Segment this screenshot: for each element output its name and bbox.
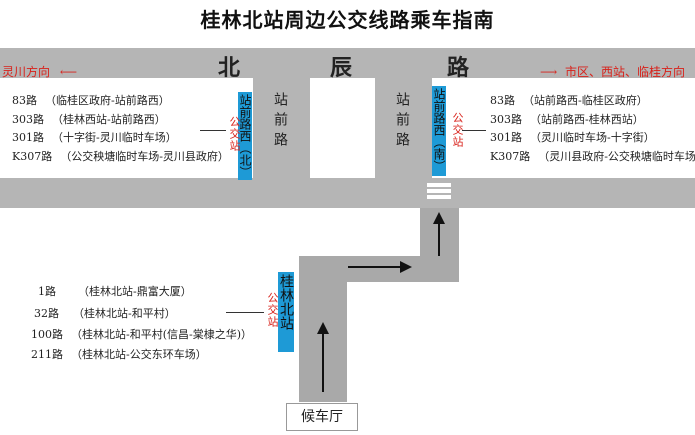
route-right-3: 301路 （灵川临时车场-十字街）	[490, 129, 655, 145]
road-name-char-1: 北	[218, 55, 241, 81]
stop-tag-northwest: 站前路西（北）	[238, 92, 252, 180]
stop-tag-station: 桂林北站	[278, 272, 294, 352]
arrow-left-icon: ⟵	[59, 65, 78, 79]
station-road-right-name: 站前路	[394, 92, 410, 152]
station-road-left-name: 站前路	[272, 92, 288, 152]
route-station-3: 100路 （桂林北站-和平村(信昌-棠棣之华)）	[31, 326, 252, 342]
route-number: 303路	[490, 113, 522, 126]
route-station-4: 211路 （桂林北站-公交东环车场）	[31, 346, 207, 362]
map-title: 桂林北站周边公交线路乘车指南	[200, 8, 495, 32]
leader-right	[462, 130, 486, 131]
crosswalk	[427, 183, 451, 205]
station-road-right	[375, 48, 432, 208]
route-desc: （站前路西-桂林西站）	[530, 113, 644, 126]
route-desc: （灵川县政府-公交秧塘临时车场）	[538, 150, 695, 163]
route-number: 83路	[490, 94, 515, 107]
direction-right-label: 市区、西站、临桂方向	[565, 65, 686, 79]
route-left-2: 303路 （桂林西站-站前路西）	[12, 111, 166, 127]
route-station-2: 32路 （桂林北站-和平村）	[34, 305, 176, 321]
arrow-up-icon	[317, 322, 329, 392]
route-number: K307路	[12, 150, 53, 163]
route-desc: （十字街-灵川临时车场）	[52, 131, 177, 144]
stop-label-southwest: 公交站	[451, 112, 464, 148]
route-number: 301路	[12, 131, 44, 144]
direction-right: ⟶ 市区、西站、临桂方向	[540, 63, 685, 80]
route-number: 301路	[490, 131, 522, 144]
stop-label-station: 公交站	[266, 292, 279, 328]
route-number: K307路	[490, 150, 531, 163]
arrow-right-path-icon	[348, 261, 412, 273]
route-desc: （桂林北站-鼎富大厦）	[78, 285, 192, 298]
route-left-4: K307路 （公交秧塘临时车场-灵川县政府）	[12, 148, 229, 164]
road-name-char-3: 路	[447, 55, 470, 81]
waiting-hall: 候车厅	[286, 403, 358, 431]
arrow-up-crossing-icon	[433, 212, 445, 256]
route-desc: （站前路西-临桂区政府）	[523, 94, 648, 107]
arrow-right-icon: ⟶	[540, 65, 558, 79]
stop-label-northwest: 公交站	[228, 116, 241, 152]
direction-left-label: 灵川方向	[2, 65, 51, 79]
lower-cross-road	[0, 178, 695, 208]
route-number: 83路	[12, 94, 37, 107]
route-right-1: 83路 （站前路西-临桂区政府）	[490, 92, 648, 108]
route-right-4: K307路 （灵川县政府-公交秧塘临时车场）	[490, 148, 695, 164]
station-road-left	[253, 48, 310, 208]
beichen-road	[0, 48, 695, 78]
direction-left: 灵川方向 ⟵	[2, 63, 77, 80]
route-left-3: 301路 （十字街-灵川临时车场）	[12, 129, 177, 145]
route-desc: （灵川临时车场-十字街）	[530, 131, 655, 144]
leader-left	[200, 130, 226, 131]
route-desc: （临桂区政府-站前路西）	[45, 94, 170, 107]
route-number: 1路	[38, 285, 56, 298]
road-name-char-2: 辰	[330, 55, 353, 81]
route-number: 100路	[31, 328, 63, 341]
route-desc: （桂林西站-站前路西）	[52, 113, 166, 126]
route-number: 303路	[12, 113, 44, 126]
route-desc: （桂林北站-和平村）	[73, 307, 176, 320]
route-desc: （桂林北站-公交东环车场）	[71, 348, 207, 361]
leader-station	[226, 312, 264, 313]
route-desc: （桂林北站-和平村(信昌-棠棣之华)）	[71, 328, 253, 341]
stop-tag-southwest: 站前路西（南）	[432, 86, 446, 176]
route-number: 211路	[31, 348, 63, 361]
route-station-1: 1路 （桂林北站-鼎富大厦）	[38, 283, 192, 299]
route-left-1: 83路 （临桂区政府-站前路西）	[12, 92, 170, 108]
route-number: 32路	[34, 307, 59, 320]
route-desc: （公交秧塘临时车场-灵川县政府）	[60, 150, 229, 163]
route-right-2: 303路 （站前路西-桂林西站）	[490, 111, 644, 127]
